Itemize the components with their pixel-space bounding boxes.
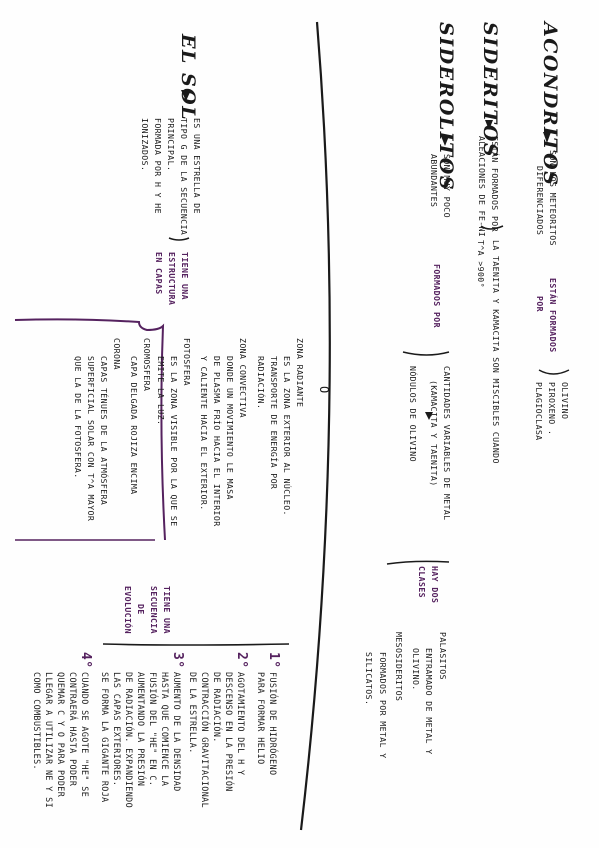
mesosideritos-desc-2: SILICATOS. — [364, 652, 374, 706]
sol-desc-5: IONIZADOS. — [140, 118, 150, 172]
siderolitos-desc-1: SON MUY POCO — [442, 154, 452, 218]
step-3-number: 3° — [170, 652, 185, 669]
sol-bracket — [168, 237, 190, 241]
step-3-line-7: SE FORMA LA GIGANTE ROJA — [100, 672, 110, 803]
classes-label-1: HAY DOS — [430, 566, 440, 604]
acondritos-item-1: OLIVINO — [560, 382, 570, 420]
acondritos-item-3: PLAGIOCLASA — [534, 382, 544, 441]
step-1-line-1: FUSIÓN DE HIDRÓGENO — [268, 672, 278, 776]
evolution-label-1: TIENE UNA — [162, 586, 172, 634]
palasitos-desc-2: OLIVINO. — [411, 648, 421, 691]
layer-convective-desc-1: DONDE UN MOVIMIENTO LE MASA — [225, 356, 235, 500]
layer-photosphere-desc-1: ES LA ZONA VISIBLE POR LA QUE SE — [169, 356, 179, 527]
classes-label-2: CLASES — [417, 566, 427, 598]
formados-arrow-icon — [425, 412, 433, 420]
layer-convective-name: ZONA CONVECTIVA — [238, 338, 248, 418]
sideritos-brace — [480, 225, 504, 230]
structure-label-3: EN CAPAS — [154, 252, 164, 295]
sol-title: EL SOL — [177, 34, 199, 122]
layer-convective-desc-3: Y CALIENTE HACIA EL EXTERIOR. — [199, 356, 209, 511]
siderolitos-metal-2: (KAMACITA Y TAENITA) — [429, 380, 439, 487]
formados-brace — [402, 351, 450, 356]
siderolitos-arrow-icon — [441, 136, 449, 146]
step-4-line-1: CUANDO SE AGOTE "He" SE — [80, 672, 90, 798]
acondritos-link-1: ESTÁN FORMADOS — [548, 278, 558, 353]
step-2-line-1: AGOTAMIENTO DEL H Y — [236, 672, 246, 776]
acondritos-item-2: PIROXENO . — [547, 382, 557, 436]
sol-desc-4: FORMADA POR H Y He — [153, 118, 163, 214]
siderolitos-metal-1: CANTIDADES VARIABLES DE METAL — [442, 366, 452, 521]
acondritos-desc-1: SON LOS METEORITOS — [548, 150, 558, 246]
palasitos-name: PALASITOS — [438, 632, 448, 680]
evolution-bracket — [102, 643, 290, 646]
step-2-line-2: DESCENSO EN LA PRESIÓN — [224, 672, 234, 792]
step-3-line-5: DE RADIACIÓN. EXPANDIENDO — [124, 672, 134, 809]
sideritos-desc-1: ESTÁN FORMADOS POR — [490, 136, 500, 232]
step-3-line-2: HASTA QUE COMIENCE LA — [160, 672, 170, 787]
acondritos-link-2: POR — [535, 296, 545, 312]
divider-ring-mark: O — [317, 386, 331, 394]
step-4-line-4: LLEGAR A UTILIZAR Ne Y Si — [44, 672, 54, 809]
layers-bracket — [14, 318, 166, 541]
evolution-label-3: DE — [136, 604, 146, 615]
step-3-line-1: AUMENTO DE LA DENSIDAD — [172, 672, 182, 792]
step-2-number: 2° — [234, 652, 249, 669]
layer-photosphere-name: FOTOSFERA — [182, 338, 192, 386]
layer-chromosphere-name: CROMOSFERA — [142, 338, 152, 392]
step-4-line-5: COMO COMBUSTIBLES. — [32, 672, 42, 770]
layer-radiant-desc-3: RADIACIÓN. — [256, 356, 266, 410]
layer-corona-name: CORONA — [112, 338, 122, 370]
step-3-line-6: LAS CAPAS EXTERIORES. — [112, 672, 122, 787]
sideritos-arrow-icon — [485, 120, 493, 130]
acondritos-arrow-icon — [543, 132, 551, 143]
step-3-line-3: FUSIÓN DEL "He" EN C. — [148, 672, 158, 787]
step-4-line-3: QUEMAR C Y O PARA PODER — [56, 672, 66, 798]
layer-radiant-desc-1: ES LA ZONA EXTERIOR AL NÚCLEO. — [282, 356, 292, 516]
palasitos-desc-1: ENTRAMADO DE METAL Y — [424, 648, 434, 755]
layer-convective-desc-2: DE PLASMA FRÍO HACIA EL INTERIOR — [212, 356, 222, 527]
layer-chromosphere-desc-1: CAPA DELGADA ROJIZA ENCIMA — [129, 356, 139, 495]
siderolitos-link: FORMADOS POR — [432, 264, 442, 328]
layer-radiant-name: ZONA RADIANTE — [295, 338, 305, 408]
classes-brace — [386, 560, 450, 565]
mesosideritos-name: MESOSIDERITOS — [394, 632, 404, 702]
siderolitos-olivine: NÓDULOS DE OLIVINO — [408, 366, 418, 462]
sideritos-alloy-a: LA TAENITA Y KAMACITA SON MISCIBLES CUAN… — [491, 240, 501, 464]
step-2-line-3: DE RADIACIÓN. — [212, 672, 222, 743]
mesosideritos-desc-1: FORMADOS POR METAL Y — [378, 652, 388, 759]
layer-corona-desc-1: CAPAS TÉNUES DE LA ATMÓSFERA — [99, 356, 109, 506]
evolution-label-4: EVOLUCIÓN — [123, 586, 133, 634]
siderolitos-desc-2: ABUNDANTES — [429, 154, 439, 208]
divider-line — [299, 21, 331, 831]
sol-arrow-icon — [181, 90, 191, 101]
step-2-line-4: CONTRACCIÓN GRAVITACIONAL — [200, 672, 210, 809]
step-2-line-5: DE LA ESTRELLA. — [188, 672, 198, 754]
step-4-number: 4° — [78, 652, 93, 669]
structure-label-2: ESTRUCTURA — [167, 252, 177, 306]
step-1-line-2: PARA FORMAR HELIO — [256, 672, 266, 765]
sol-desc-2: TIPO G DE LA SECUENCIA — [179, 118, 189, 236]
structure-label-1: TIENE UNA — [180, 252, 190, 300]
sol-desc-3: PRINCIPAL. — [166, 118, 176, 172]
layer-radiant-desc-2: TRANSPORTE DE ENERGÍA POR — [269, 356, 279, 490]
step-4-line-2: CONTRAERÁ HASTA PODER — [68, 672, 78, 787]
sol-desc-1: ES UNA ESTRELLA DE — [192, 118, 202, 214]
step-3-line-4: AUMENTANDO LA PRESIÓN — [136, 672, 146, 787]
step-1-number: 1° — [266, 652, 281, 669]
layer-corona-desc-2: SUPERFICIAL SOLAR CON T^a MAYOR — [86, 356, 96, 522]
acondritos-brace — [538, 369, 570, 375]
evolution-label-2: SECUENCIA — [149, 586, 159, 634]
layer-photosphere-desc-2: EMITE LA LUZ. — [156, 356, 166, 426]
sideritos-desc-2: ALEACIONES DE Fe-Ni — [477, 136, 487, 238]
sideritos-alloy-b: T^a >900° — [476, 240, 486, 288]
layer-corona-desc-3: QUE LA DE LA FOTOSFERA. — [73, 356, 83, 479]
acondritos-desc-2: DIFERENCIADOS — [535, 166, 545, 236]
